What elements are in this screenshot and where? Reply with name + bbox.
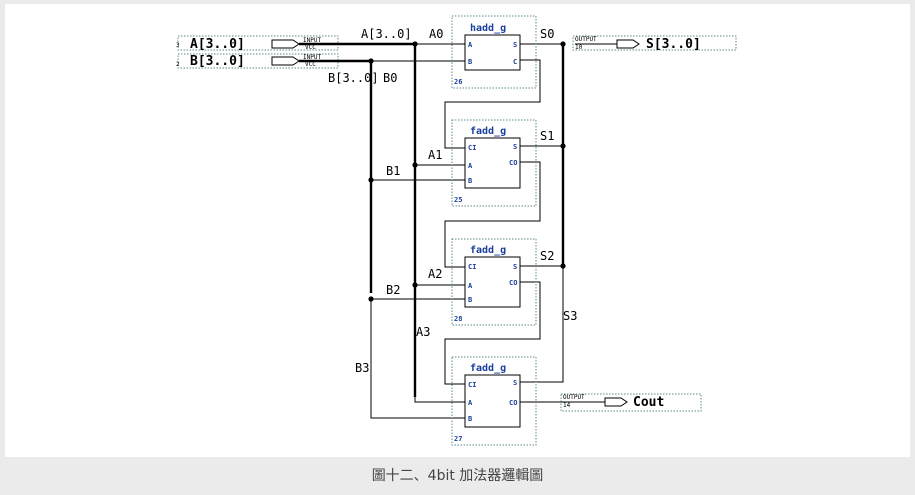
wire-carry-0 bbox=[444, 59, 541, 149]
schematic-canvas: 3 A[3..0] INPUT VCC 2 B[3..0] INPUT VCC … bbox=[5, 4, 910, 457]
pin-a-kind: INPUT bbox=[303, 37, 321, 44]
block-fadd-1: fadd_g CI A B S CO 25 bbox=[451, 119, 537, 207]
block-fadd-2-port-co: CO bbox=[509, 279, 517, 287]
junction-s2 bbox=[560, 263, 566, 269]
pin-a-vcc: VCC bbox=[305, 44, 316, 51]
bus-a bbox=[299, 42, 417, 397]
block-fadd-3-port-s: S bbox=[513, 379, 517, 387]
pin-a-arrow bbox=[271, 39, 300, 49]
block-fadd-1-port-a: A bbox=[468, 162, 473, 170]
pin-cout-name: Cout bbox=[633, 395, 664, 410]
signal-wires bbox=[370, 43, 565, 419]
junction-a2 bbox=[412, 282, 418, 288]
junction-b2 bbox=[368, 296, 374, 302]
net-label-b0: B0 bbox=[383, 71, 397, 85]
wire-a3 bbox=[414, 397, 465, 403]
block-fadd-1-instance: 25 bbox=[454, 196, 462, 204]
net-label-b1: B1 bbox=[386, 164, 400, 178]
block-fadd-3-port-ci: CI bbox=[468, 381, 476, 389]
block-hadd-instance: 26 bbox=[454, 78, 462, 86]
pin-cout-kind: OUTPUT bbox=[563, 394, 585, 401]
block-fadd-2-port-b: B bbox=[468, 296, 472, 304]
wire-b3 bbox=[370, 299, 465, 419]
pin-s-name: S[3..0] bbox=[646, 37, 701, 52]
net-label-a3: A3 bbox=[416, 325, 430, 339]
pin-a-name: A[3..0] bbox=[190, 37, 245, 52]
block-fadd-3: fadd_g CI A B S CO 27 bbox=[451, 356, 537, 446]
net-label-s3: S3 bbox=[563, 309, 577, 323]
net-label-a2: A2 bbox=[428, 267, 442, 281]
block-fadd-1-port-s: S bbox=[513, 143, 517, 151]
pin-s-kind: OUTPUT bbox=[575, 36, 597, 43]
block-hadd-port-b: B bbox=[468, 58, 472, 66]
block-fadd-3-title: fadd_g bbox=[470, 363, 506, 374]
block-fadd-2-instance: 28 bbox=[454, 315, 462, 323]
pin-a-input: 3 A[3..0] INPUT VCC bbox=[176, 35, 339, 52]
pin-b-vcc: VCC bbox=[305, 61, 316, 68]
block-hadd-port-a: A bbox=[468, 41, 473, 49]
bus-b bbox=[299, 59, 373, 293]
block-fadd-3-port-a: A bbox=[468, 399, 473, 407]
pin-s-output: OUTPUT 10 S[3..0] bbox=[572, 35, 737, 52]
net-label-b3: B3 bbox=[355, 361, 369, 375]
pin-cout-arrow bbox=[604, 397, 628, 407]
junction-a0 bbox=[412, 41, 418, 47]
block-fadd-1-port-ci: CI bbox=[468, 144, 476, 152]
net-label-s1: S1 bbox=[540, 129, 554, 143]
pin-s-arrow bbox=[616, 39, 640, 49]
block-fadd-2-port-ci: CI bbox=[468, 263, 476, 271]
schematic-diagram: 3 A[3..0] INPUT VCC 2 B[3..0] INPUT VCC … bbox=[176, 15, 737, 446]
junction-s1 bbox=[560, 143, 566, 149]
net-label-a-bus: A[3..0] bbox=[361, 27, 412, 41]
pin-a-number: 3 bbox=[176, 42, 180, 49]
pin-cout-output: OUTPUT 14 Cout bbox=[560, 393, 702, 412]
block-hadd-port-s: S bbox=[513, 41, 517, 49]
net-label-a0: A0 bbox=[429, 27, 443, 41]
block-fadd-3-instance: 27 bbox=[454, 435, 462, 443]
pin-b-number: 2 bbox=[176, 61, 180, 68]
block-fadd-3-port-b: B bbox=[468, 415, 472, 423]
block-fadd-3-port-co: CO bbox=[509, 399, 517, 407]
block-hadd-port-c: C bbox=[513, 58, 517, 66]
junction-b1 bbox=[368, 177, 374, 183]
junction-dots bbox=[368, 41, 566, 302]
figure-caption: 圖十二、4bit 加法器邏輯圖 bbox=[371, 468, 544, 484]
pin-b-input: 2 B[3..0] INPUT VCC bbox=[176, 53, 339, 69]
junction-b0 bbox=[368, 58, 374, 64]
wire-carry-2 bbox=[444, 281, 541, 385]
pin-s-number: 10 bbox=[575, 44, 583, 51]
block-fadd-2-title: fadd_g bbox=[470, 245, 506, 256]
net-label-s2: S2 bbox=[540, 249, 554, 263]
net-label-b-bus: B[3..0] bbox=[328, 71, 379, 85]
block-hadd-title: hadd_g bbox=[470, 23, 506, 34]
block-fadd-2-port-s: S bbox=[513, 263, 517, 271]
junction-a1 bbox=[412, 162, 418, 168]
pin-b-arrow bbox=[271, 56, 300, 66]
block-fadd-1-title: fadd_g bbox=[470, 126, 506, 137]
net-labels: A[3..0] A0 B[3..0] B0 S0 A1 B1 S1 A2 B2 … bbox=[328, 27, 577, 375]
wire-carry-1 bbox=[444, 161, 541, 268]
block-hadd: hadd_g A B S C 26 bbox=[451, 15, 537, 89]
block-fadd-1-port-b: B bbox=[468, 177, 472, 185]
net-label-a1: A1 bbox=[428, 148, 442, 162]
pin-cout-number: 14 bbox=[563, 402, 571, 409]
block-fadd-2: fadd_g CI A B S CO 28 bbox=[451, 238, 537, 326]
pin-b-name: B[3..0] bbox=[190, 54, 245, 69]
net-label-s0: S0 bbox=[540, 27, 554, 41]
wire-s3 bbox=[520, 268, 564, 383]
pin-b-kind: INPUT bbox=[303, 54, 321, 61]
junction-s0 bbox=[560, 41, 566, 47]
net-label-b2: B2 bbox=[386, 283, 400, 297]
block-fadd-2-port-a: A bbox=[468, 282, 473, 290]
block-fadd-1-port-co: CO bbox=[509, 159, 517, 167]
